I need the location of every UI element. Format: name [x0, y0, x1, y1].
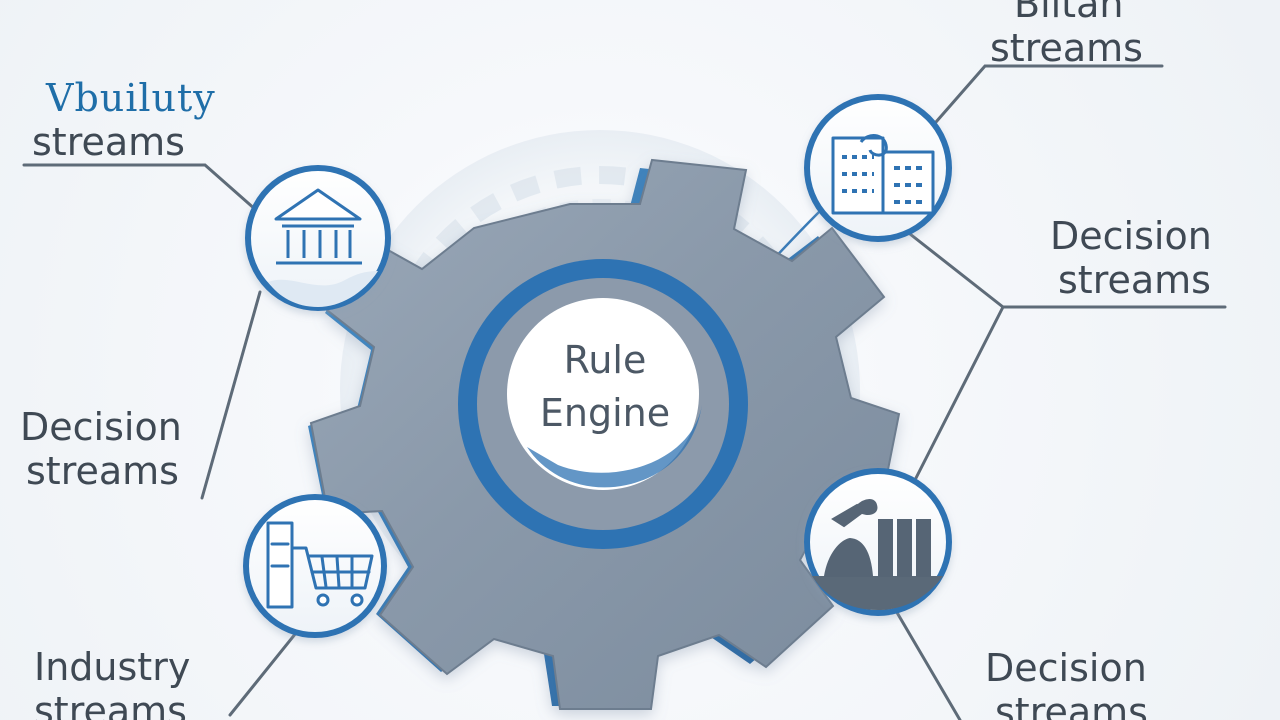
bank-building-icon — [274, 188, 362, 265]
rule-engine-title: Rule Engine — [520, 334, 690, 440]
shopping-cart-icon — [266, 521, 374, 609]
office-logo-swirl — [859, 134, 888, 157]
connector-right-mid-down — [914, 305, 1005, 480]
icon-wave-top-left — [268, 271, 378, 307]
cart-wheel-right — [350, 593, 364, 607]
label-bottom-left-line-2: streams — [34, 689, 187, 720]
gear-center — [507, 298, 699, 490]
gear-inner-shadow — [527, 405, 702, 488]
cart-frame — [290, 546, 374, 590]
label-top-left-line-1: Vbuiluty — [46, 76, 216, 120]
label-bottom-left: Industry streams — [34, 645, 190, 720]
label-mid-right: Decision streams — [1050, 214, 1212, 302]
office-windows — [842, 155, 925, 204]
label-top-right: Biltan streams — [990, 0, 1143, 70]
label-bottom-left-line-1: Industry — [34, 645, 191, 689]
label-top-left: Vbuiluty streams — [32, 76, 216, 164]
label-bottom-right-line-1: Decision — [985, 646, 1147, 690]
rule-engine-gear — [308, 158, 901, 710]
connector-mid-left-label — [200, 290, 262, 500]
connector-bottom-right-label — [890, 602, 962, 720]
label-top-right-line-2: streams — [990, 26, 1143, 70]
office-building-icon — [831, 134, 935, 215]
office-main — [831, 136, 885, 215]
label-mid-left: Decision streams — [20, 405, 182, 493]
connector-bottom-left-label — [228, 626, 302, 717]
factory-mound — [823, 537, 874, 577]
factory-ground — [812, 576, 943, 610]
label-mid-left-line-2: streams — [26, 449, 179, 493]
rule-engine-title-line-2: Engine — [539, 391, 671, 435]
factory-chimney-1 — [878, 519, 893, 577]
connectors — [22, 64, 1227, 720]
label-mid-left-line-1: Decision — [20, 405, 182, 449]
bank-roof — [274, 188, 362, 221]
connector-top-left-label — [22, 163, 258, 212]
label-bottom-right-line-2: streams — [995, 690, 1148, 720]
factory-smoke — [854, 499, 878, 515]
factory-chimney-3 — [916, 519, 931, 577]
factory-chimney-2 — [897, 519, 912, 577]
rule-engine-title-line-1: Rule — [563, 338, 647, 382]
label-bottom-right: Decision streams — [985, 646, 1148, 720]
label-mid-right-line-2: streams — [1058, 258, 1211, 302]
label-top-left-line-2: streams — [32, 120, 185, 164]
label-mid-right-line-1: Decision — [1050, 214, 1212, 258]
label-top-right-line-1: Biltan — [1014, 0, 1124, 26]
icon-circle-top-left — [245, 165, 391, 311]
icon-node-top-left — [245, 165, 391, 311]
connector-top-right-label — [934, 64, 1164, 124]
factory-icon — [823, 499, 931, 577]
cart-wheel-left — [316, 593, 330, 607]
